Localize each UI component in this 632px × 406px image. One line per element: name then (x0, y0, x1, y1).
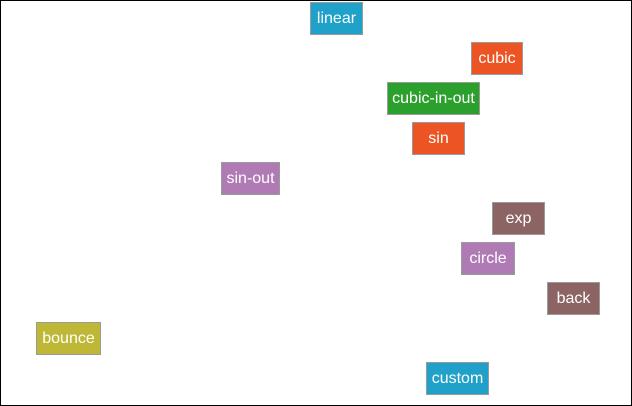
easing-tag-bounce[interactable]: bounce (36, 322, 101, 355)
easing-tag-exp[interactable]: exp (492, 202, 545, 235)
easing-tag-custom[interactable]: custom (426, 362, 489, 395)
easing-tag-label: custom (431, 369, 484, 387)
easing-tag-circle[interactable]: circle (461, 242, 515, 275)
easing-tag-linear[interactable]: linear (310, 2, 363, 35)
easing-tag-label: cubic-in-out (392, 89, 475, 107)
easing-tag-label: exp (505, 209, 532, 227)
easing-tag-label: sin (428, 129, 449, 147)
easing-tag-label: bounce (42, 329, 95, 347)
easing-tag-sin[interactable]: sin (412, 122, 465, 155)
easing-tag-sin-out[interactable]: sin-out (221, 162, 280, 195)
easing-tag-label: linear (316, 9, 357, 27)
easing-tag-cubic-in-out[interactable]: cubic-in-out (387, 82, 480, 115)
easing-tag-label: circle (469, 249, 507, 267)
easing-tag-label: cubic (478, 49, 516, 67)
easing-tag-label: sin-out (226, 169, 275, 187)
easing-tag-cubic[interactable]: cubic (471, 42, 523, 75)
easing-tag-label: back (556, 289, 591, 307)
easing-tag-back[interactable]: back (547, 282, 600, 315)
